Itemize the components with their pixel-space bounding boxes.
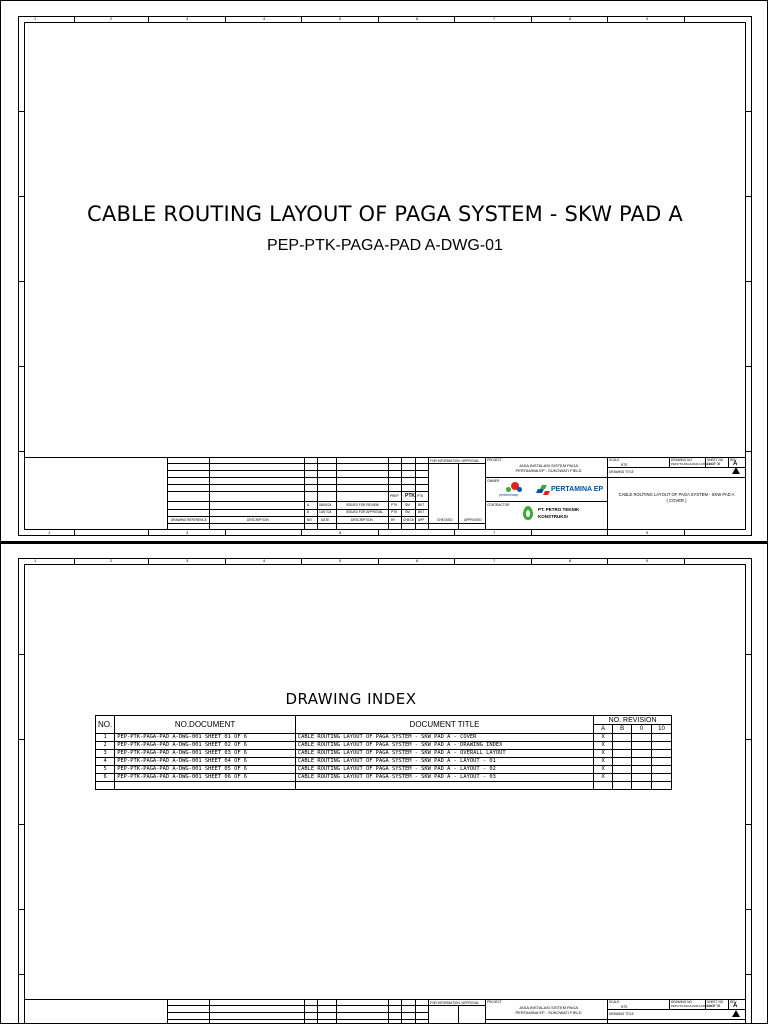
drawing-number: PEP-PTK-PAGA-PAD A-DWG-01: [267, 237, 503, 254]
sheet-outer-border: [18, 558, 752, 1023]
drawing-title: CABLE ROUTING LAYOUT OF PAGA SYSTEM - SK…: [87, 202, 683, 226]
warning-triangle-icon: [732, 467, 740, 474]
drawing-index-sheet: 1 2 3 4 5 6 7 8 9 DRAWING INDEX NO. NO.D…: [0, 543, 768, 1024]
title-block-drawing-title: CABLE ROUTING LAYOUT OF PAGA SYSTEM - SK…: [618, 492, 735, 497]
index-title: DRAWING INDEX: [285, 690, 417, 708]
pertamina-ep-logo: PERTAMINA EP: [536, 484, 607, 498]
sheet-inner-border: [24, 564, 746, 1023]
sheet-inner-border: [24, 22, 746, 530]
owner-logo-left: pertaminaep: [499, 482, 531, 498]
table-header-row: NO. NO.DOCUMENT DOCUMENT TITLE NO. REVIS…: [94, 715, 672, 734]
col-header-revision: NO. REVISION: [593, 715, 672, 725]
contractor-logo: PT. PETRO TEKNIK KONSTRUKSI: [521, 504, 606, 528]
col-header-title: DOCUMENT TITLE: [294, 715, 595, 734]
drawing-index-table: NO. NO.DOCUMENT DOCUMENT TITLE NO. REVIS…: [94, 715, 673, 790]
warning-triangle-icon: [732, 1010, 740, 1017]
table-row: [94, 781, 673, 790]
sheet-outer-border: [18, 16, 752, 536]
cover-sheet: 1 2 3 4 5 6 7 8 9 1 3 5 7 9 CABL: [0, 0, 768, 543]
col-header-no: NO.: [94, 715, 116, 734]
col-header-document: NO.DOCUMENT: [114, 715, 296, 734]
